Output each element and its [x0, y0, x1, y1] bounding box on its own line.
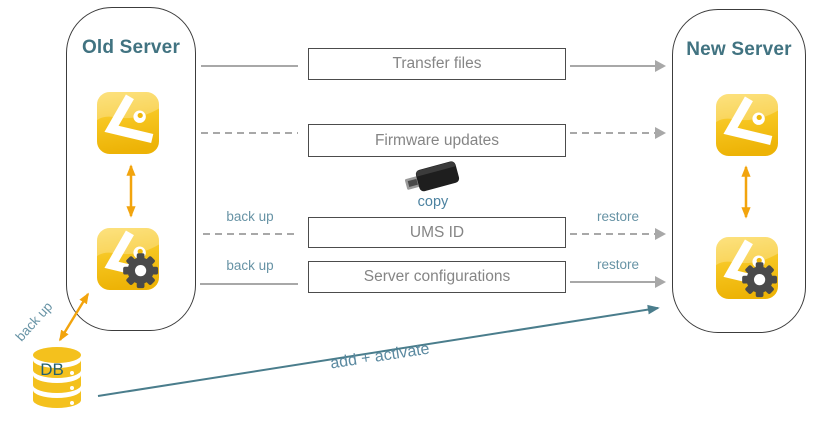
new-server-title: New Server — [686, 39, 792, 60]
firmware-arrow-right — [570, 127, 666, 139]
firmware-updates-box: Firmware updates — [308, 124, 566, 157]
back-up-ums-label: back up — [226, 209, 274, 224]
ums-config-gear-icon — [97, 228, 159, 290]
right-arrowhead-icon — [655, 228, 666, 240]
db-label: DB — [40, 360, 64, 379]
usb-stick-icon — [404, 161, 460, 192]
restore-config-label: restore — [596, 257, 640, 272]
old-server-title: Old Server — [81, 37, 181, 58]
firmware-updates-label: Firmware updates — [374, 131, 500, 149]
arrow-shaft — [570, 233, 657, 235]
ums-id-box: UMS ID — [308, 217, 566, 248]
config-arrow-right — [570, 276, 666, 288]
config-line-left — [200, 283, 298, 285]
right-arrowhead-icon — [655, 127, 666, 139]
ums-config-gear-icon — [716, 237, 778, 299]
transfer-files-box: Transfer files — [308, 48, 566, 80]
right-arrowhead-icon — [655, 276, 666, 288]
ums-app-icon — [97, 92, 159, 154]
add-activate-arrow-icon — [97, 304, 660, 397]
sync-double-arrow-icon — [741, 165, 751, 219]
right-arrowhead-icon — [655, 60, 666, 72]
server-configurations-label: Server configurations — [363, 268, 511, 285]
arrow-shaft — [570, 281, 657, 283]
arrow-shaft — [570, 132, 657, 134]
transfer-files-label: Transfer files — [392, 55, 482, 72]
database-cylinder-icon — [33, 347, 81, 408]
transfer-line-left — [201, 65, 298, 67]
server-configurations-box: Server configurations — [308, 261, 566, 293]
restore-ums-label: restore — [596, 209, 640, 224]
back-up-db-arrow-icon — [58, 292, 90, 342]
arrow-shaft — [570, 65, 657, 67]
ums-app-icon — [716, 94, 778, 156]
back-up-config-label: back up — [226, 258, 274, 273]
ums-id-arrow-right — [570, 228, 666, 240]
ums-id-label: UMS ID — [409, 223, 465, 241]
sync-double-arrow-icon — [126, 164, 136, 218]
copy-label: copy — [417, 194, 449, 210]
ums-id-line-left — [203, 233, 298, 235]
transfer-arrow-right — [570, 60, 666, 72]
firmware-line-left — [201, 132, 298, 134]
